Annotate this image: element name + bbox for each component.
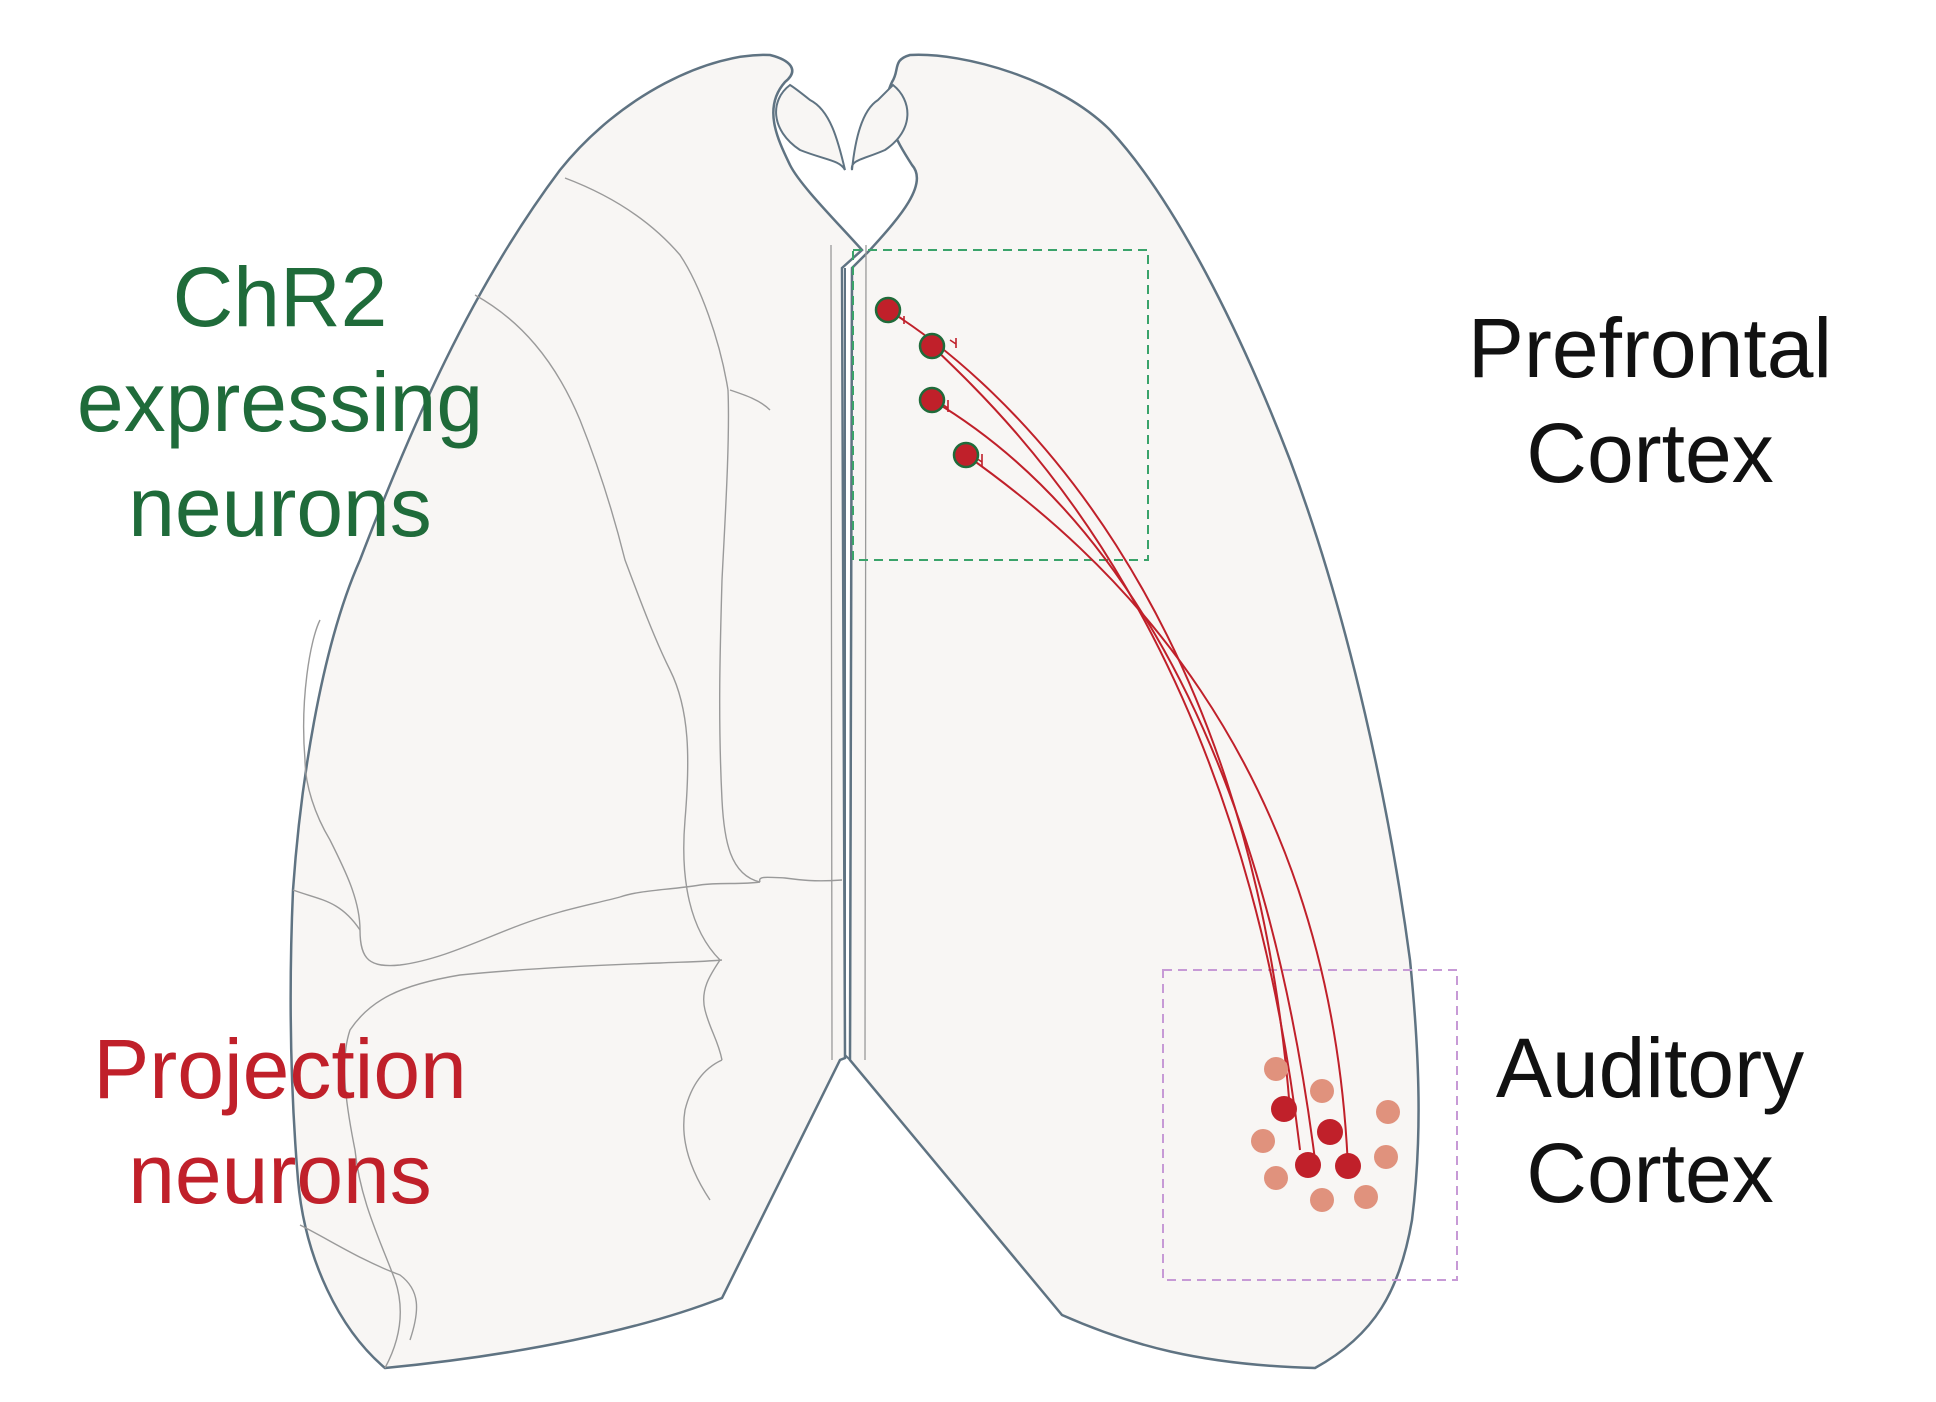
left-hemisphere [289, 53, 864, 1370]
right-hemisphere [848, 53, 1420, 1370]
auditory-region-box [1162, 969, 1458, 1281]
chr2-neurons [874, 296, 980, 469]
projection-label: Projection neurons [40, 1017, 520, 1227]
chr2-label: ChR2 expressing neurons [40, 245, 520, 560]
prefrontal-label: Prefrontal Cortex [1450, 296, 1850, 506]
left-notch [775, 83, 846, 171]
right-notch [850, 83, 909, 171]
prefrontal-label-line2: Cortex [1526, 406, 1774, 500]
projection-label-line2: neurons [128, 1127, 432, 1221]
chr2-label-line2: expressing [76, 355, 484, 449]
axon-projections [887, 309, 1349, 1169]
projection-neurons [1271, 1096, 1361, 1179]
auditory-label-line1: Auditory [1495, 1021, 1805, 1115]
auditory-label-line2: Cortex [1526, 1126, 1774, 1220]
midline-inner [830, 244, 867, 1061]
chr2-label-line3: neurons [128, 460, 432, 554]
projection-label-line1: Projection [93, 1022, 467, 1116]
chr2-label-line1: ChR2 [172, 250, 388, 344]
region-boundaries [292, 177, 843, 1369]
chr2-region-box [852, 249, 1149, 561]
background-neurons [1251, 1057, 1400, 1212]
prefrontal-label-line1: Prefrontal [1467, 301, 1833, 395]
auditory-label: Auditory Cortex [1450, 1016, 1850, 1226]
midline [844, 267, 853, 1063]
